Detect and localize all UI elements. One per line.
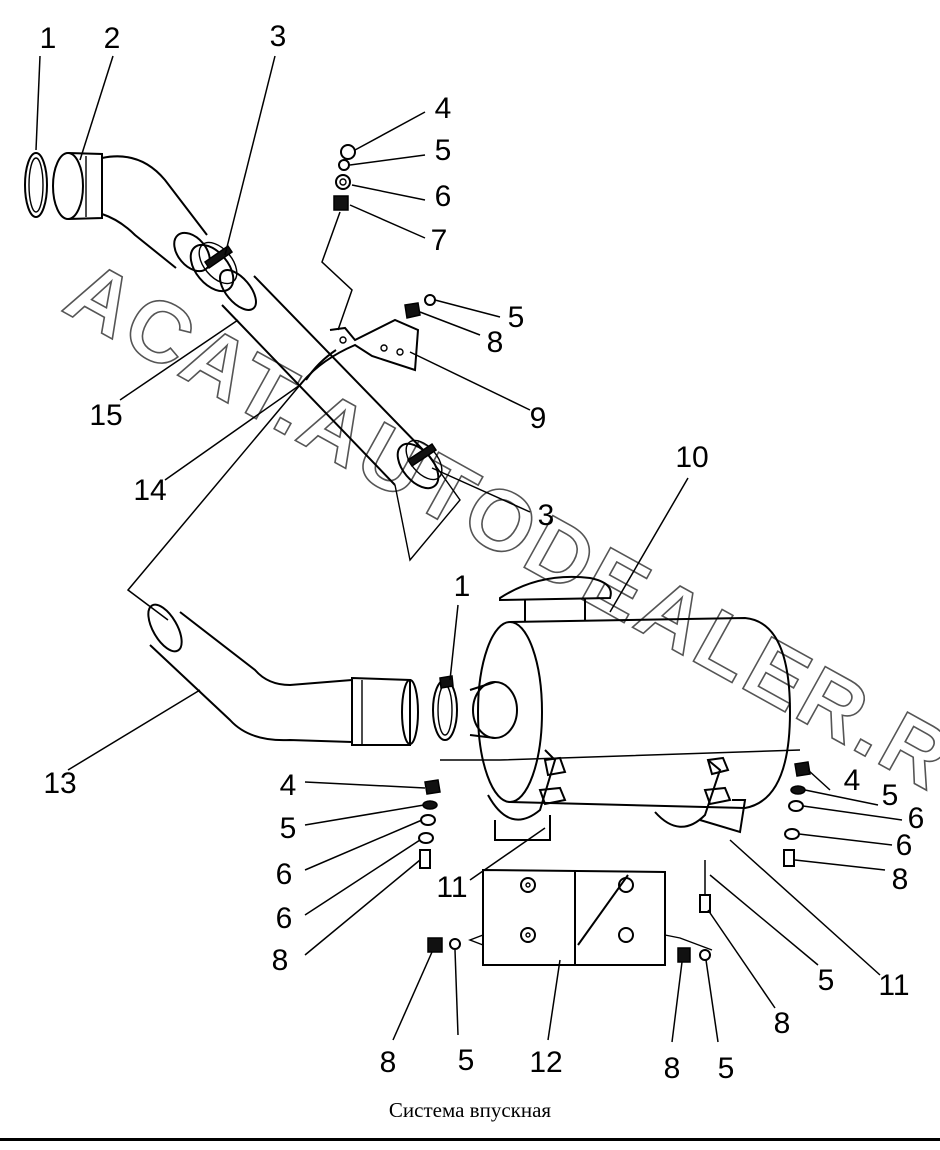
callout-6: 6 — [435, 180, 452, 213]
clamp-ring-top — [24, 152, 48, 218]
hose-clamp-lower — [396, 439, 443, 490]
callout-6: 6 — [908, 802, 925, 835]
callout-13: 13 — [43, 767, 76, 800]
callout-14: 14 — [133, 474, 166, 507]
callout-8: 8 — [892, 863, 909, 896]
hardware-stack-left — [418, 779, 441, 869]
callout-7: 7 — [431, 224, 448, 257]
hardware-stack-top — [321, 144, 356, 331]
callout-15: 15 — [89, 399, 122, 432]
callout-4: 4 — [844, 764, 861, 797]
diagram-caption: Система впускная — [388, 1098, 552, 1122]
callout-8: 8 — [487, 326, 504, 359]
callout-4: 4 — [435, 92, 452, 125]
callout-4: 4 — [280, 769, 297, 802]
callout-2: 2 — [104, 22, 121, 55]
lower-elbow-hose — [147, 603, 419, 746]
callout-9: 9 — [530, 402, 547, 435]
callout-5: 5 — [280, 812, 297, 845]
callout-5: 5 — [882, 779, 899, 812]
callout-8: 8 — [380, 1046, 397, 1079]
callout-8: 8 — [664, 1052, 681, 1085]
callout-5: 5 — [718, 1052, 735, 1085]
callout-11: 11 — [878, 969, 909, 1002]
upper-elbow-hose — [52, 152, 211, 273]
base-plate — [468, 868, 713, 966]
straight-pipe — [219, 269, 461, 562]
callout-3: 3 — [270, 20, 287, 53]
air-filter-housing — [469, 575, 792, 810]
saddle-clamps — [440, 749, 801, 841]
callout-3: 3 — [538, 499, 555, 532]
callout-1: 1 — [40, 22, 57, 55]
callout-11: 11 — [436, 871, 467, 904]
callout-1: 1 — [454, 570, 471, 603]
callout-8: 8 — [272, 944, 289, 977]
callout-5: 5 — [435, 134, 452, 167]
bottom-hardware — [427, 860, 711, 963]
leader-lines — [35, 55, 903, 1043]
hose-clamp-top — [189, 241, 238, 293]
callout-6: 6 — [276, 902, 293, 935]
callout-5: 5 — [508, 301, 525, 334]
callout-10: 10 — [675, 441, 708, 474]
callout-12: 12 — [529, 1046, 562, 1079]
callout-6: 6 — [896, 829, 913, 862]
callout-5: 5 — [458, 1044, 475, 1077]
callout-5: 5 — [818, 964, 835, 997]
callout-8: 8 — [774, 1007, 791, 1040]
hardware-stack-right — [783, 761, 811, 867]
bottom-rule — [0, 1138, 940, 1141]
clamp-ring-lower — [432, 675, 458, 741]
callout-6: 6 — [276, 858, 293, 891]
assembly-line-14 — [126, 384, 301, 621]
